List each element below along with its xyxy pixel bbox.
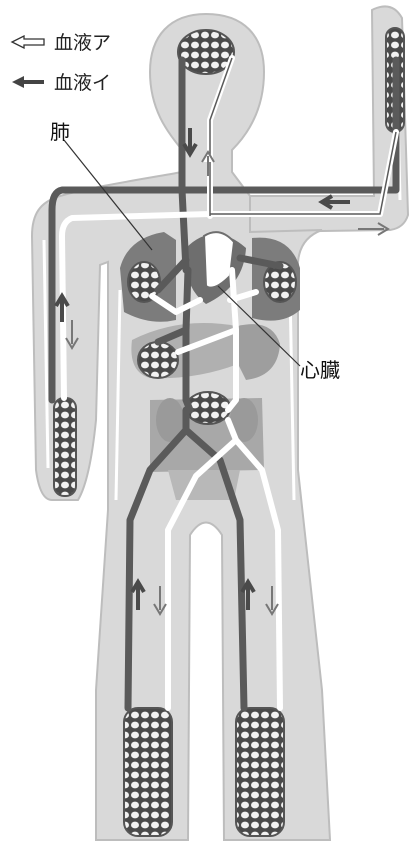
legend-label-blood-i: 血液イ xyxy=(54,68,111,95)
right-leg-capillaries xyxy=(236,708,284,836)
left-leg-capillaries xyxy=(124,708,172,836)
light-arrow-icon xyxy=(10,35,46,49)
legend-blood-a: 血液ア xyxy=(10,28,111,55)
legend-label-blood-a: 血液ア xyxy=(54,28,111,55)
heart-label: 心臓 xyxy=(300,360,340,380)
left-arm-capillaries xyxy=(54,398,76,496)
dark-arrow-icon xyxy=(10,75,46,89)
legend-blood-i: 血液イ xyxy=(10,68,111,95)
liver-capillaries xyxy=(138,342,178,378)
lung-label: 肺 xyxy=(50,122,70,142)
